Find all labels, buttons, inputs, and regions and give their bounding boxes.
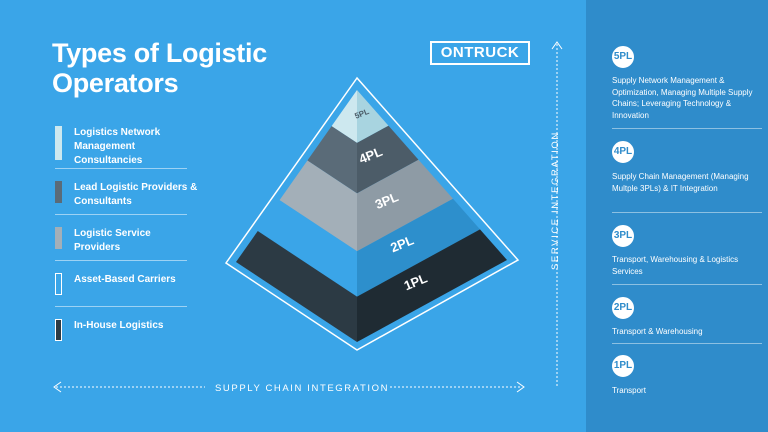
- brand-logo: ONTRUCK: [430, 41, 530, 65]
- legend-swatch: [55, 273, 62, 295]
- level-badge: 2PL: [612, 297, 634, 319]
- level-description: Transport: [612, 386, 646, 395]
- divider: [55, 168, 187, 169]
- legend-label: Asset-Based Carriers: [74, 274, 176, 285]
- legend-swatch: [55, 126, 62, 160]
- level-description: Supply Network Management & Optimization…: [612, 76, 753, 120]
- pyramid-level-3pl-left-face: [279, 160, 357, 252]
- pyramid-level-1pl-right-face: [357, 229, 507, 342]
- level-badge: 4PL: [612, 141, 634, 163]
- level-description: Transport & Warehousing: [612, 327, 703, 336]
- service-integration-label: SERVICE INTEGRATION: [550, 131, 561, 270]
- supply-chain-integration-label: SUPPLY CHAIN INTEGRATION: [215, 383, 390, 394]
- pyramid-level-5pl-left-face: [331, 90, 357, 143]
- pyramid-level-5pl-right-face: [357, 90, 389, 143]
- level-description: Transport, Warehousing & Logistics Servi…: [612, 255, 739, 276]
- pyramid-level-2pl-right-face: [357, 198, 480, 297]
- title-line-2: Operators: [52, 68, 179, 98]
- level-badge: 3PL: [612, 225, 634, 247]
- divider: [55, 306, 187, 307]
- pyramid-level-3pl-right-face: [357, 159, 453, 252]
- legend-swatch: [55, 319, 62, 341]
- divider: [612, 343, 762, 344]
- pyramid-level-1pl-left-face: [236, 231, 357, 342]
- pyramid-level-4pl-right-face: [357, 125, 419, 194]
- horizontal-axis-arrow: [53, 381, 525, 393]
- legend-swatch: [55, 181, 62, 203]
- pyramid-outline: [224, 76, 520, 351]
- level-badge: 1PL: [612, 355, 634, 377]
- divider: [55, 260, 187, 261]
- pyramid-level-4pl-left-face: [307, 126, 357, 194]
- title-line-1: Types of Logistic: [52, 38, 267, 68]
- divider: [55, 214, 187, 215]
- level-description: Supply Chain Management (Managing Multpl…: [612, 172, 749, 193]
- legend-swatch: [55, 227, 62, 249]
- legend-label: Logistic Service Providers: [74, 228, 151, 253]
- vertical-axis-arrow: [551, 41, 563, 388]
- divider: [612, 212, 762, 213]
- legend-label: Logistics Network Management Consultanci…: [74, 127, 161, 166]
- divider: [612, 284, 762, 285]
- legend-label: In-House Logistics: [74, 320, 164, 331]
- page-title: Types of Logistic Operators: [52, 38, 352, 98]
- divider: [612, 128, 762, 129]
- pyramid-level-2pl-left-face: [257, 200, 357, 297]
- legend-label: Lead Logistic Providers & Consultants: [74, 182, 198, 207]
- level-badge: 5PL: [612, 46, 634, 68]
